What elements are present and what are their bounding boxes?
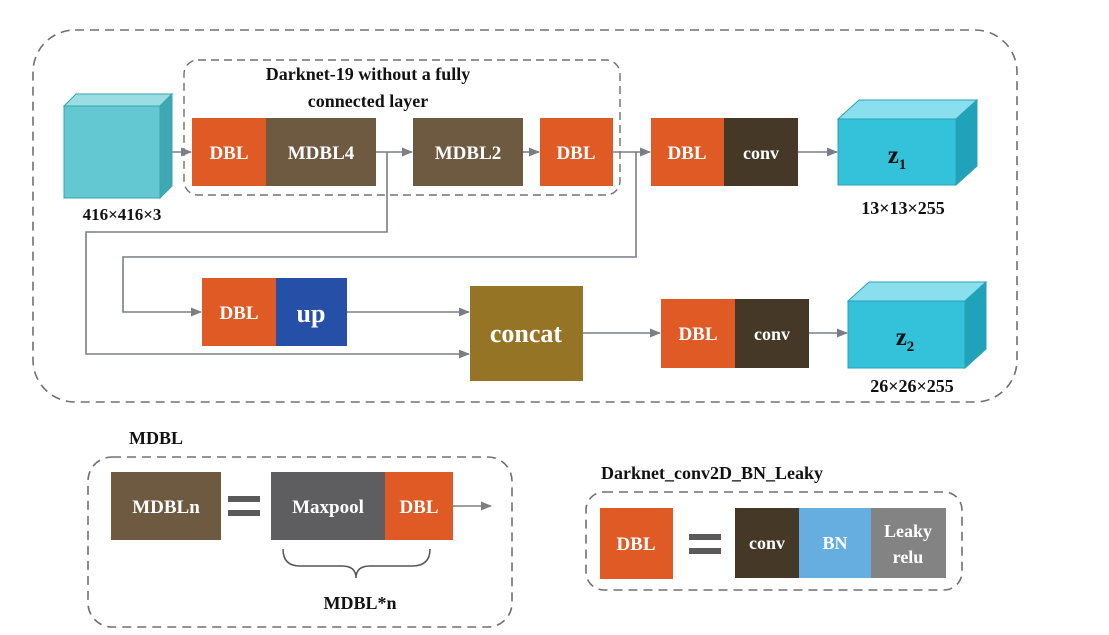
arrow-mdbl4-skip-to-concat (85, 152, 471, 359)
concat-block (470, 286, 583, 381)
dbl-legend-conv-block (735, 508, 799, 578)
dbl-block-3-label: DBL (667, 143, 706, 164)
conv-block-1-label: conv (743, 143, 779, 163)
dbl-block-up (202, 278, 276, 346)
bn-block (799, 508, 871, 578)
dbl-legend-dashed-border (585, 491, 963, 591)
up-block-label: up (297, 299, 326, 328)
dbl-block-4 (661, 299, 735, 368)
mdbl-legend-dbl-label: DBL (399, 497, 438, 518)
dbl-block-3 (651, 118, 724, 186)
mdbl2-block-label: MDBL2 (435, 143, 502, 164)
darknet-dashed-border (183, 59, 621, 196)
darknet-label-line1: Darknet-19 without a fully (266, 64, 471, 84)
dbl-block-up-label: DBL (219, 303, 258, 324)
mdbl4-block (266, 118, 376, 186)
z1-tensor (836, 98, 979, 187)
dbl-legend-lhs-block (600, 508, 673, 579)
mdbl-brace (282, 548, 431, 579)
mdbln-block (111, 472, 221, 540)
mdbln-block-label: MDBLn (132, 497, 200, 518)
up-block (276, 278, 347, 346)
main-dashed-border (32, 29, 1018, 403)
z2-label: z2 (896, 324, 915, 355)
mdbl-equals-sign (228, 496, 260, 516)
mdbl4-block-label: MDBL4 (288, 143, 355, 164)
dbl-legend-lhs-label: DBL (616, 534, 655, 555)
mdbl-brace-label: MDBL*n (323, 593, 396, 613)
maxpool-block (271, 472, 385, 540)
leaky-relu-block (871, 508, 946, 578)
dbl-block-4-label: DBL (678, 324, 717, 345)
dbl-block-2 (540, 118, 613, 186)
arrow-branch-to-up (122, 152, 637, 317)
z2-dim-label: 26×26×255 (870, 376, 954, 396)
conv-block-2 (735, 299, 809, 368)
dbl-legend-title: Darknet_conv2D_BN_Leaky (601, 463, 823, 483)
connectors (85, 147, 849, 511)
leaky-relu-label-line2: relu (893, 547, 924, 567)
maxpool-block-label: Maxpool (292, 497, 364, 518)
z1-label: z1 (888, 142, 907, 173)
dbl-block-2-label: DBL (556, 143, 595, 164)
conv-block-1 (724, 118, 798, 186)
darknet-label-line2: connected layer (308, 91, 428, 111)
z1-dim-label: 13×13×255 (861, 198, 945, 218)
conv-block-2-label: conv (754, 324, 790, 344)
dbl-block-1 (192, 118, 266, 186)
input-tensor (62, 92, 174, 200)
mdbl2-block (413, 118, 523, 186)
concat-block-label: concat (490, 319, 563, 348)
z2-tensor (846, 280, 988, 370)
bn-block-label: BN (822, 533, 847, 553)
mdbl-legend-dbl-block (385, 472, 453, 540)
leaky-relu-label-line1: Leaky (884, 521, 932, 541)
mdbl-legend-dashed-border (87, 456, 513, 628)
mdbl-legend-title: MDBL (129, 428, 183, 448)
dbl-block-1-label: DBL (209, 143, 248, 164)
input-dim-label: 416×416×3 (83, 205, 162, 224)
dbl-legend-conv-label: conv (749, 533, 785, 553)
dbl-equals-sign (689, 534, 721, 554)
